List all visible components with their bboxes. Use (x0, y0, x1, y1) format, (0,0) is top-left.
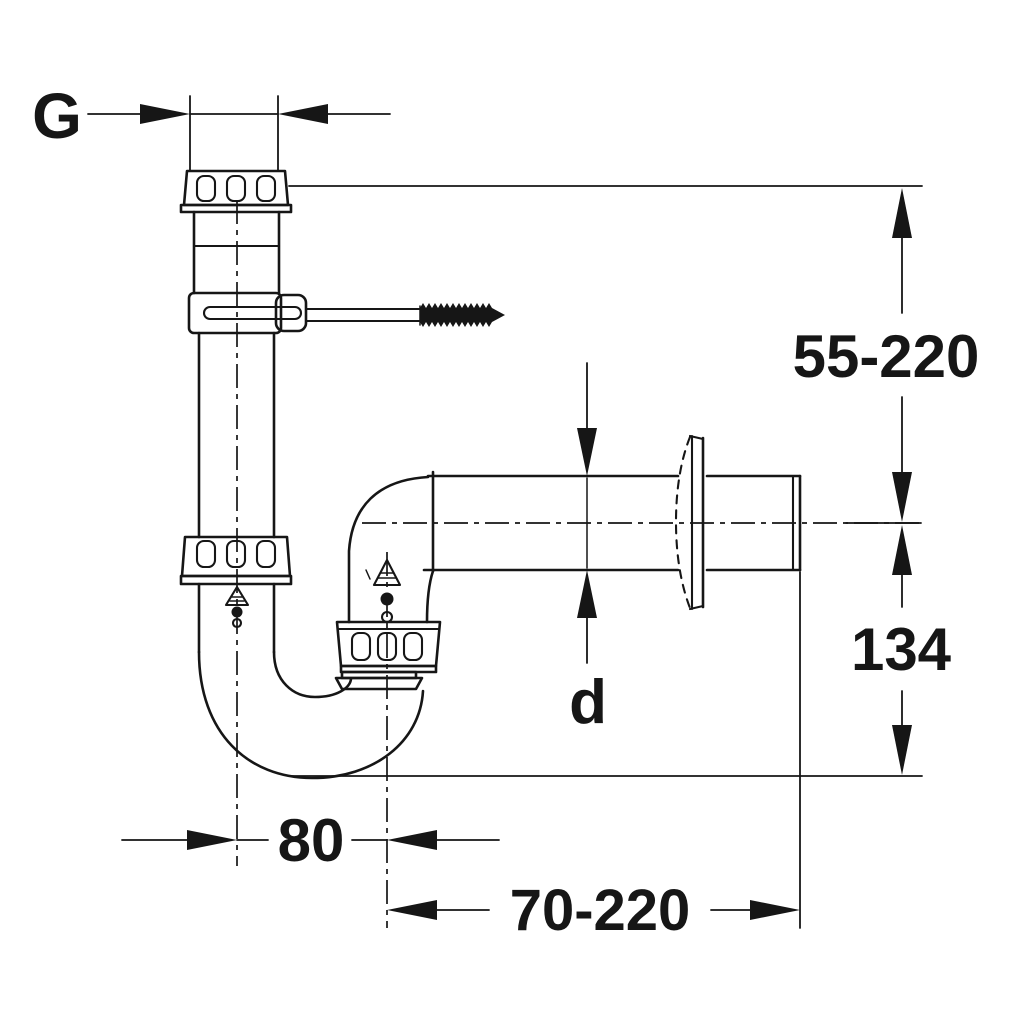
bend-offset-label: 80 (277, 807, 345, 874)
thread-size-label: G (32, 80, 82, 152)
inlet-pipe-assembly (179, 169, 293, 654)
dimension-arrows (140, 104, 912, 920)
screw-thread (420, 303, 505, 327)
dimension-lines (87, 95, 923, 929)
pipe-clamp-and-screw (187, 291, 505, 335)
wall-distance-range-label: 70-220 (509, 878, 691, 943)
clamp-band (187, 291, 283, 335)
trap-u-bend (197, 650, 425, 780)
outlet-elbow-and-pipe (347, 470, 802, 624)
outlet-union-nut (335, 620, 442, 674)
outlet-center-height-label: 134 (850, 616, 952, 683)
molded-marks (224, 558, 402, 629)
centerlines (236, 200, 924, 928)
outlet-diameter-label: d (569, 668, 607, 737)
clamp-boss (274, 293, 308, 333)
inlet-height-range-label: 55-220 (792, 323, 980, 390)
clamp-slot (202, 305, 303, 321)
recycle-triangle-icon (224, 585, 250, 607)
